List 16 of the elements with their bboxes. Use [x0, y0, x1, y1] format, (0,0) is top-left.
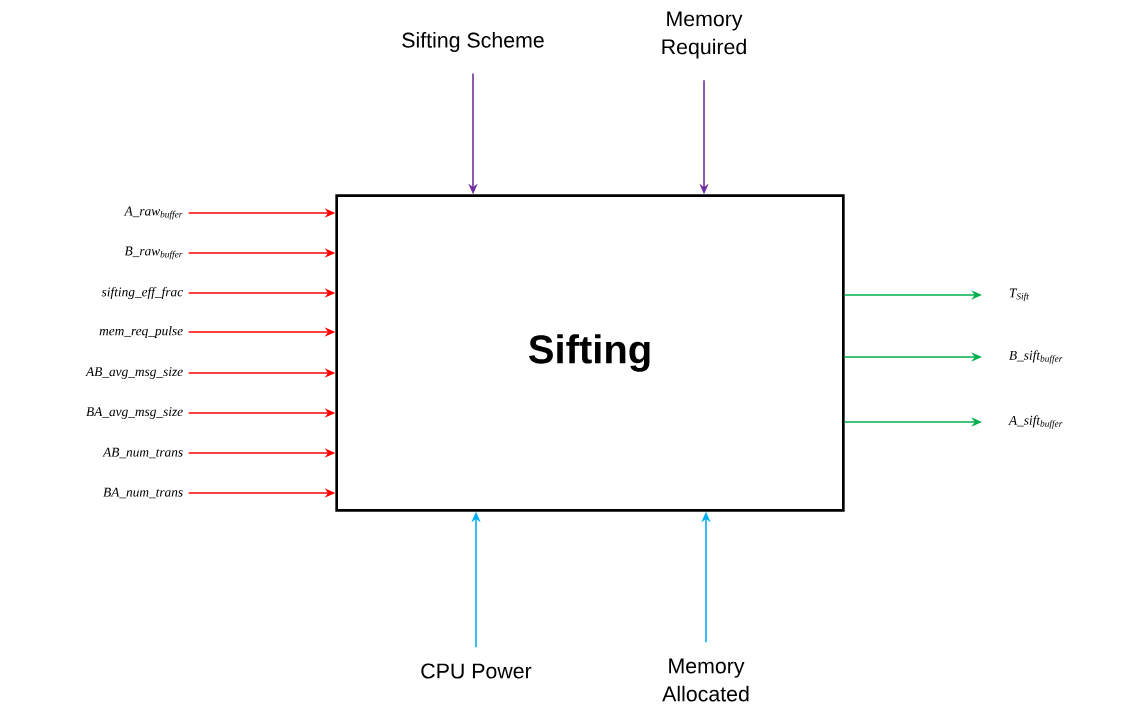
input-label: AB_num_trans	[102, 447, 183, 459]
input-label: mem_req_pulse	[99, 325, 183, 339]
input-label: BA_avg_msg_size	[86, 407, 183, 419]
input-label: AB_avg_msg_size	[85, 367, 183, 379]
input-label: Memory Required	[662, 11, 746, 59]
output-label: B_sift$_{buffer}$	[1009, 350, 1063, 364]
output-label: T$_{Sift}$	[1009, 288, 1029, 302]
input-label: CPU Power	[421, 663, 532, 679]
input-label: A_raw$_{buffer}$	[123, 206, 183, 220]
input-label: sifting_eff_frac	[101, 286, 183, 300]
input-label: Memory Allocated	[662, 658, 749, 702]
input-label: BA_num_trans	[103, 487, 183, 499]
output-label: A_sift$_{buffer}$	[1008, 415, 1063, 429]
input-label: B_raw$_{buffer}$	[124, 246, 183, 260]
input-label: Sifting Scheme	[402, 32, 544, 52]
process-box: Sifting	[335, 194, 845, 512]
